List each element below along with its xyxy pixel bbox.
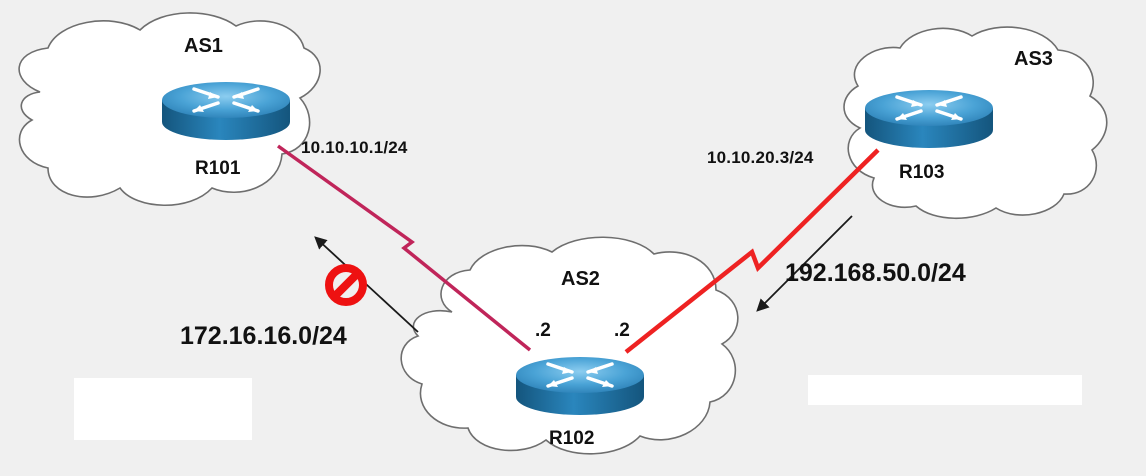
as1-label: AS1 — [184, 35, 223, 57]
router-r103-icon — [863, 88, 995, 150]
r102-left-interface: .2 — [535, 320, 551, 341]
received-network-label: 192.168.50.0/24 — [785, 259, 966, 287]
blocked-network-label: 172.16.16.0/24 — [180, 322, 347, 350]
blank-box-left — [74, 378, 252, 440]
as2-cloud — [400, 236, 739, 455]
no-entry-icon — [325, 264, 367, 306]
router-r103-label: R103 — [899, 162, 945, 183]
router-r101-label: R101 — [195, 158, 241, 179]
router-r102-label: R102 — [549, 428, 595, 449]
r101-interface-ip: 10.10.10.1/24 — [301, 138, 408, 157]
router-r101-icon — [160, 80, 292, 142]
router-r102-icon — [514, 355, 646, 417]
r103-interface-ip: 10.10.20.3/24 — [707, 148, 814, 167]
as2-label: AS2 — [561, 268, 600, 290]
link-r102-r103 — [624, 148, 880, 354]
r102-right-interface: .2 — [614, 320, 630, 341]
arrow-received-advertisement — [756, 215, 853, 312]
link-r101-r102 — [276, 144, 532, 352]
as3-label: AS3 — [1014, 48, 1053, 70]
blank-box-right — [808, 375, 1082, 405]
